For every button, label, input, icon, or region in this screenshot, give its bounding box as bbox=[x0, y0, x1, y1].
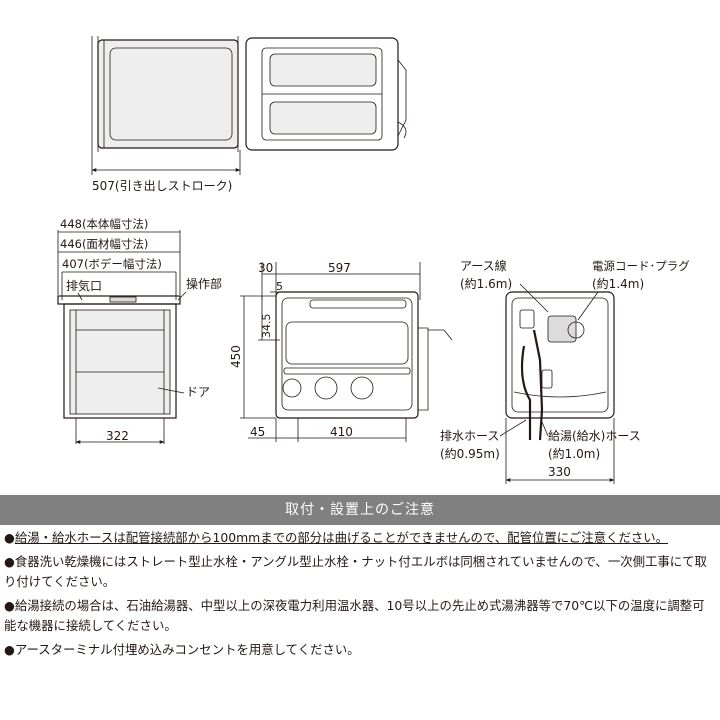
bullet: ● bbox=[4, 598, 15, 613]
door-label: ドア bbox=[186, 385, 210, 399]
dishwasher-dimension-drawing: 507(引き出しストローク) 448(本体幅寸法) 446(面材幅寸法) 407… bbox=[57, 36, 690, 484]
drawer-inner bbox=[109, 47, 233, 141]
note-item: ●アースターミナル付埋め込みコンセントを用意してください。 bbox=[4, 640, 716, 660]
note-text: 給湯・給水ホースは配管接続部から100mmまでの部分は曲げることができませんので… bbox=[14, 530, 669, 545]
dim-410: 410 bbox=[330, 425, 353, 439]
drain-label: 排水ホース bbox=[440, 429, 499, 443]
dim-5: 5 bbox=[276, 280, 283, 293]
drawer-outline bbox=[97, 39, 239, 149]
rack-lower bbox=[269, 101, 377, 135]
dim-597: 597 bbox=[328, 261, 351, 275]
note-text: 食器洗い乾燥機にはストレート型止水栓・アングル型止水栓・ナット付エルボは同梱され… bbox=[4, 554, 707, 589]
rear-view: アース線 (約1.6m) 電源コード･プラグ (約1.4m) 排水ホース (約0… bbox=[440, 258, 690, 484]
note-item: ●給湯接続の場合は、石油給湯器、中型以上の深夜電力利用温水器、10号以上の先止め… bbox=[4, 596, 716, 636]
dim-446: 446(面材幅寸法) bbox=[60, 237, 148, 251]
earth-length: (約1.6m) bbox=[460, 276, 512, 291]
dim-448: 448(本体幅寸法) bbox=[60, 217, 148, 231]
control-label: 操作部 bbox=[186, 276, 222, 291]
power-length: (約1.4m) bbox=[592, 276, 644, 291]
rear-body bbox=[505, 291, 615, 419]
note-item: ●食器洗い乾燥機にはストレート型止水栓・アングル型止水栓・ナット付エルボは同梱さ… bbox=[4, 552, 716, 592]
bullet: ● bbox=[4, 554, 15, 569]
note-text: 給湯接続の場合は、石油給湯器、中型以上の深夜電力利用温水器、10号以上の先止め式… bbox=[4, 598, 705, 633]
rack-upper bbox=[269, 53, 377, 87]
stroke-label: 507(引き出しストローク) bbox=[92, 179, 232, 193]
bullet: ● bbox=[4, 642, 15, 657]
front-body bbox=[63, 303, 177, 419]
notes-list: ●給湯・給水ホースは配管接続部から100mmまでの部分は曲げることができませんの… bbox=[4, 528, 716, 664]
earth-label: アース線 bbox=[460, 258, 507, 273]
dim-34-5: 34.5 bbox=[260, 314, 273, 339]
dim-407: 407(ボデー幅寸法) bbox=[62, 257, 162, 271]
dim-45: 45 bbox=[250, 425, 265, 439]
drain-length: (約0.95m) bbox=[440, 446, 500, 461]
power-label: 電源コード･プラグ bbox=[592, 259, 690, 273]
supply-label: 給湯(給水)ホース bbox=[548, 429, 641, 443]
side-body bbox=[275, 291, 419, 419]
bullet: ● bbox=[4, 530, 15, 545]
dim-450: 450 bbox=[229, 345, 243, 368]
dim-330: 330 bbox=[548, 465, 571, 479]
exhaust-label: 排気口 bbox=[66, 278, 102, 293]
drain-hose bbox=[520, 345, 532, 440]
top-view: 507(引き出しストローク) bbox=[91, 36, 407, 193]
dim-322: 322 bbox=[106, 429, 129, 443]
side-view: 30 597 5 450 34.5 45 410 bbox=[229, 261, 453, 442]
supply-hose bbox=[532, 329, 544, 441]
supply-length: (約1.0m) bbox=[548, 446, 600, 461]
body-top-outline bbox=[245, 37, 399, 151]
dim-30: 30 bbox=[258, 261, 273, 275]
front-view: 448(本体幅寸法) 446(面材幅寸法) 407(ボデー幅寸法) 排気口 操作… bbox=[57, 217, 222, 444]
notes-title: 取付・設置上のご注意 bbox=[0, 495, 720, 525]
note-text: アースターミナル付埋め込みコンセントを用意してください。 bbox=[14, 642, 360, 657]
note-item: ●給湯・給水ホースは配管接続部から100mmまでの部分は曲げることができませんの… bbox=[4, 528, 716, 548]
